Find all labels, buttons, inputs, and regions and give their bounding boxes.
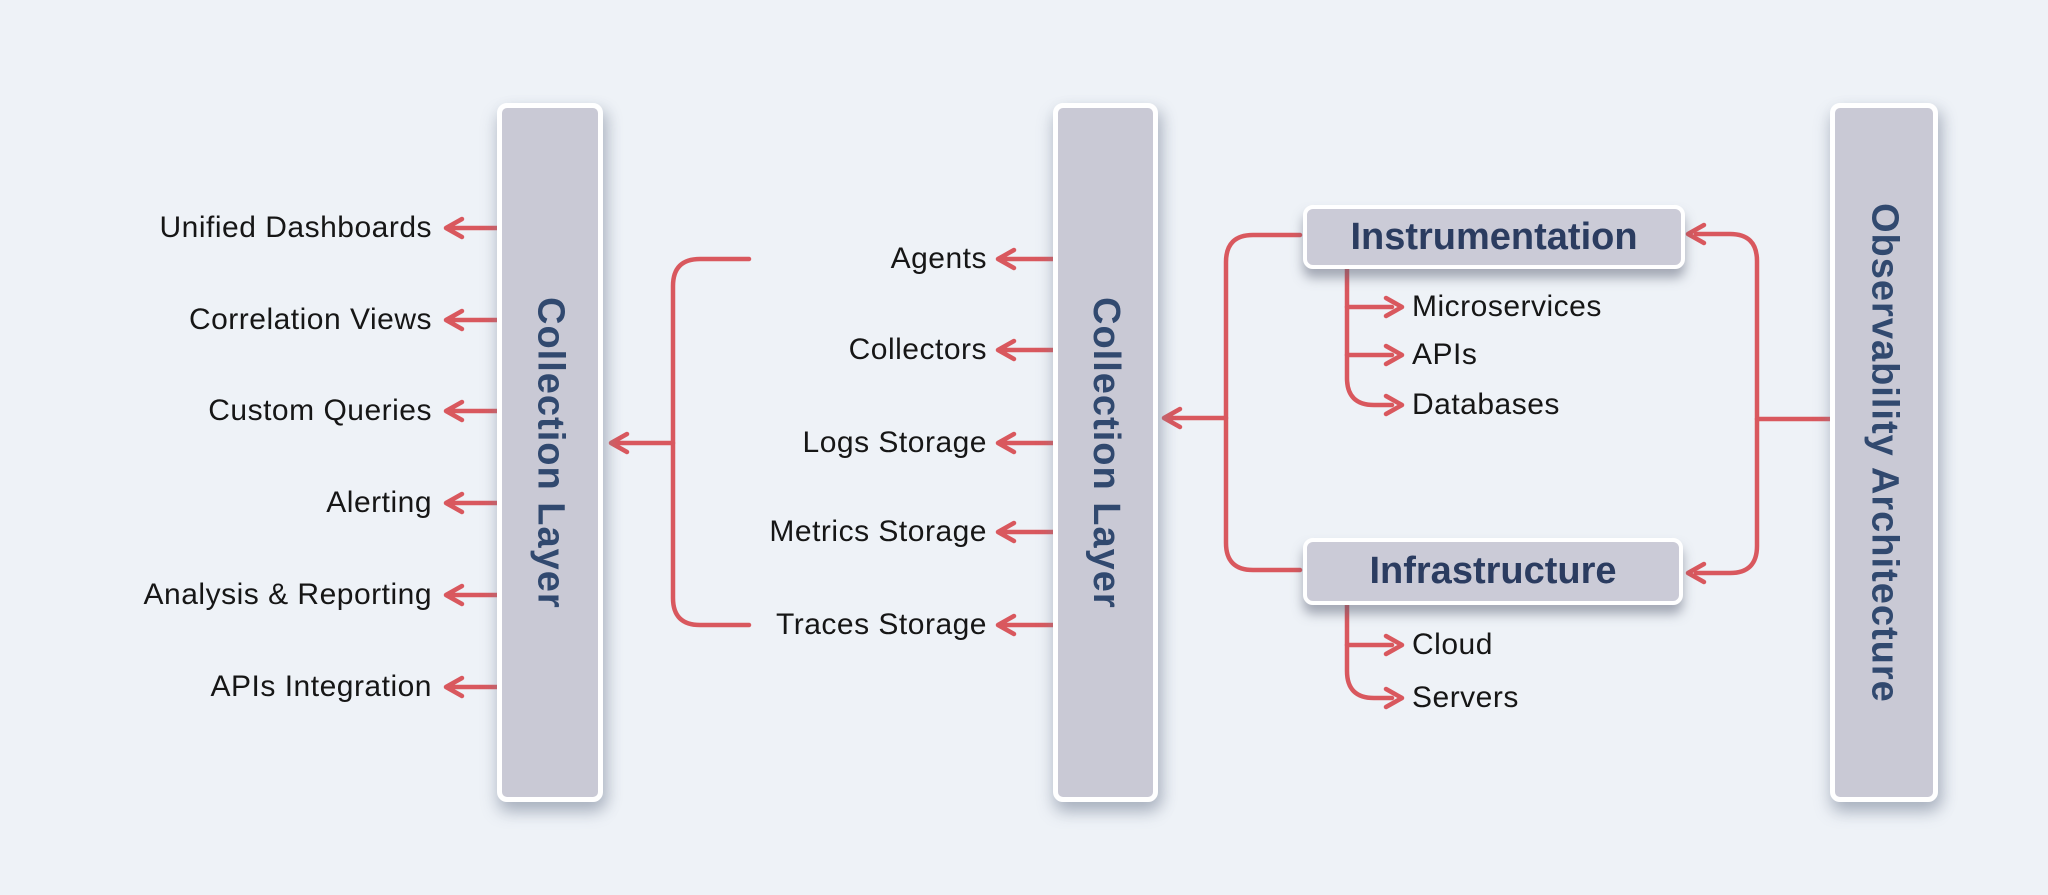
left-item-unified-dashboards: Unified Dashboards xyxy=(159,211,432,244)
infrastructure-children-connector xyxy=(1344,602,1405,710)
middle-item-metrics-storage: Metrics Storage xyxy=(769,515,987,548)
instrumentation-title: Instrumentation xyxy=(1350,215,1638,258)
instrumentation-children-connector xyxy=(1344,265,1405,417)
right-bracket-connector xyxy=(1685,222,1833,585)
visualization-layer-bar: Collection Layer xyxy=(497,103,603,802)
middle-bracket-connector xyxy=(1161,232,1303,573)
left-item-correlation-views: Correlation Views xyxy=(188,303,432,336)
left-item-custom-queries: Custom Queries xyxy=(208,394,432,427)
instrumentation-child-microservices: Microservices xyxy=(1412,290,1602,323)
left-items-arrow-icons xyxy=(443,216,500,699)
instrumentation-box: Instrumentation xyxy=(1303,205,1685,269)
middle-item-logs-storage: Logs Storage xyxy=(802,426,987,459)
right-bar-label: Observability Architecture xyxy=(1863,202,1906,703)
middle-items-arrow-icons xyxy=(995,247,1056,637)
instrumentation-child-databases: Databases xyxy=(1412,388,1560,421)
infrastructure-child-cloud: Cloud xyxy=(1412,628,1493,661)
infrastructure-title: Infrastructure xyxy=(1369,550,1617,592)
infrastructure-box: Infrastructure xyxy=(1303,538,1683,605)
infrastructure-child-servers: Servers xyxy=(1412,681,1519,714)
middle-item-traces-storage: Traces Storage xyxy=(776,608,987,641)
observability-architecture-bar: Observability Architecture xyxy=(1830,103,1938,802)
instrumentation-child-apis: APIs xyxy=(1412,338,1478,371)
left-item-alerting: Alerting xyxy=(326,486,432,519)
middle-item-agents: Agents xyxy=(890,242,987,275)
middle-item-collectors: Collectors xyxy=(848,333,987,366)
left-item-apis-integration: APIs Integration xyxy=(210,670,432,703)
middle-bar-label: Collection Layer xyxy=(1085,296,1127,609)
left-bar-label: Collection Layer xyxy=(529,296,572,609)
collection-layer-bar: Collection Layer xyxy=(1053,103,1158,802)
left-item-analysis-reporting: Analysis & Reporting xyxy=(143,578,432,611)
